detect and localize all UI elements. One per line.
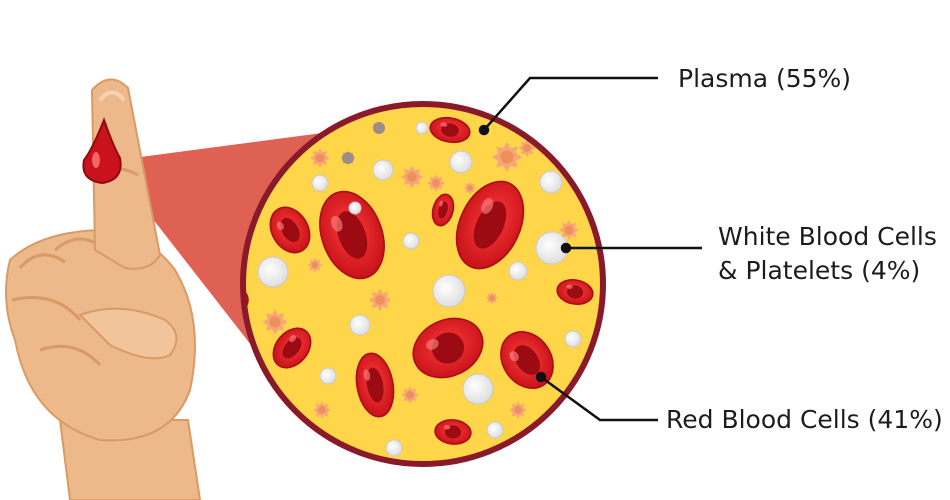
platelet bbox=[313, 401, 331, 419]
wbc-label: White Blood Cells & Platelets (4%) bbox=[718, 220, 937, 288]
platelet bbox=[427, 174, 445, 192]
white-blood-cell bbox=[348, 201, 362, 215]
white-blood-cell bbox=[539, 170, 563, 194]
red-blood-cell bbox=[272, 327, 312, 369]
red-blood-cell bbox=[434, 419, 472, 445]
wbc-label-line-2: & Platelets (4%) bbox=[718, 256, 921, 285]
platelet bbox=[400, 165, 424, 189]
white-blood-cell bbox=[486, 421, 504, 439]
white-blood-cell bbox=[319, 367, 337, 385]
white-blood-cell bbox=[349, 314, 371, 336]
white-blood-cell bbox=[415, 121, 429, 135]
finger-prick-hand-icon bbox=[5, 78, 202, 500]
red-blood-cell bbox=[556, 279, 594, 305]
rbc-label: Red Blood Cells (41%) bbox=[666, 405, 943, 434]
white-blood-cell bbox=[462, 373, 494, 405]
white-blood-cell bbox=[449, 150, 473, 174]
red-blood-cell bbox=[412, 317, 484, 379]
white-blood-cell bbox=[372, 159, 394, 181]
blood-drop-icon bbox=[82, 117, 122, 185]
white-blood-cell bbox=[432, 274, 466, 308]
white-blood-cell bbox=[311, 174, 329, 192]
red-blood-cell bbox=[455, 180, 525, 270]
platelet bbox=[310, 148, 330, 168]
red-blood-cell bbox=[319, 190, 385, 280]
platelet bbox=[559, 220, 579, 240]
plasma-label: Plasma (55%) bbox=[678, 64, 852, 93]
red-blood-cell bbox=[429, 116, 471, 144]
white-blood-cell bbox=[564, 330, 582, 348]
white-blood-cell bbox=[508, 261, 528, 281]
platelet bbox=[485, 291, 499, 305]
platelet bbox=[401, 386, 419, 404]
granular-cell bbox=[373, 122, 385, 134]
white-blood-cell bbox=[257, 256, 289, 288]
white-blood-cell bbox=[385, 439, 403, 457]
platelet bbox=[262, 309, 288, 335]
platelet bbox=[368, 288, 392, 312]
rbc-leader-line bbox=[540, 375, 658, 422]
platelet bbox=[492, 142, 522, 172]
magnified-blood-sample bbox=[240, 101, 606, 467]
plasma-leader-line bbox=[483, 76, 658, 131]
leader-lines bbox=[478, 76, 702, 422]
wbc-label-line-1: White Blood Cells bbox=[718, 222, 937, 251]
red-blood-cell bbox=[269, 206, 311, 254]
white-blood-cell bbox=[402, 232, 420, 250]
granular-cell bbox=[342, 152, 354, 164]
sample-circle-border bbox=[240, 101, 606, 467]
red-blood-cell bbox=[431, 193, 455, 227]
platelet bbox=[509, 401, 527, 419]
platelet bbox=[307, 257, 323, 273]
platelet bbox=[463, 181, 477, 195]
red-blood-cell bbox=[355, 352, 395, 418]
